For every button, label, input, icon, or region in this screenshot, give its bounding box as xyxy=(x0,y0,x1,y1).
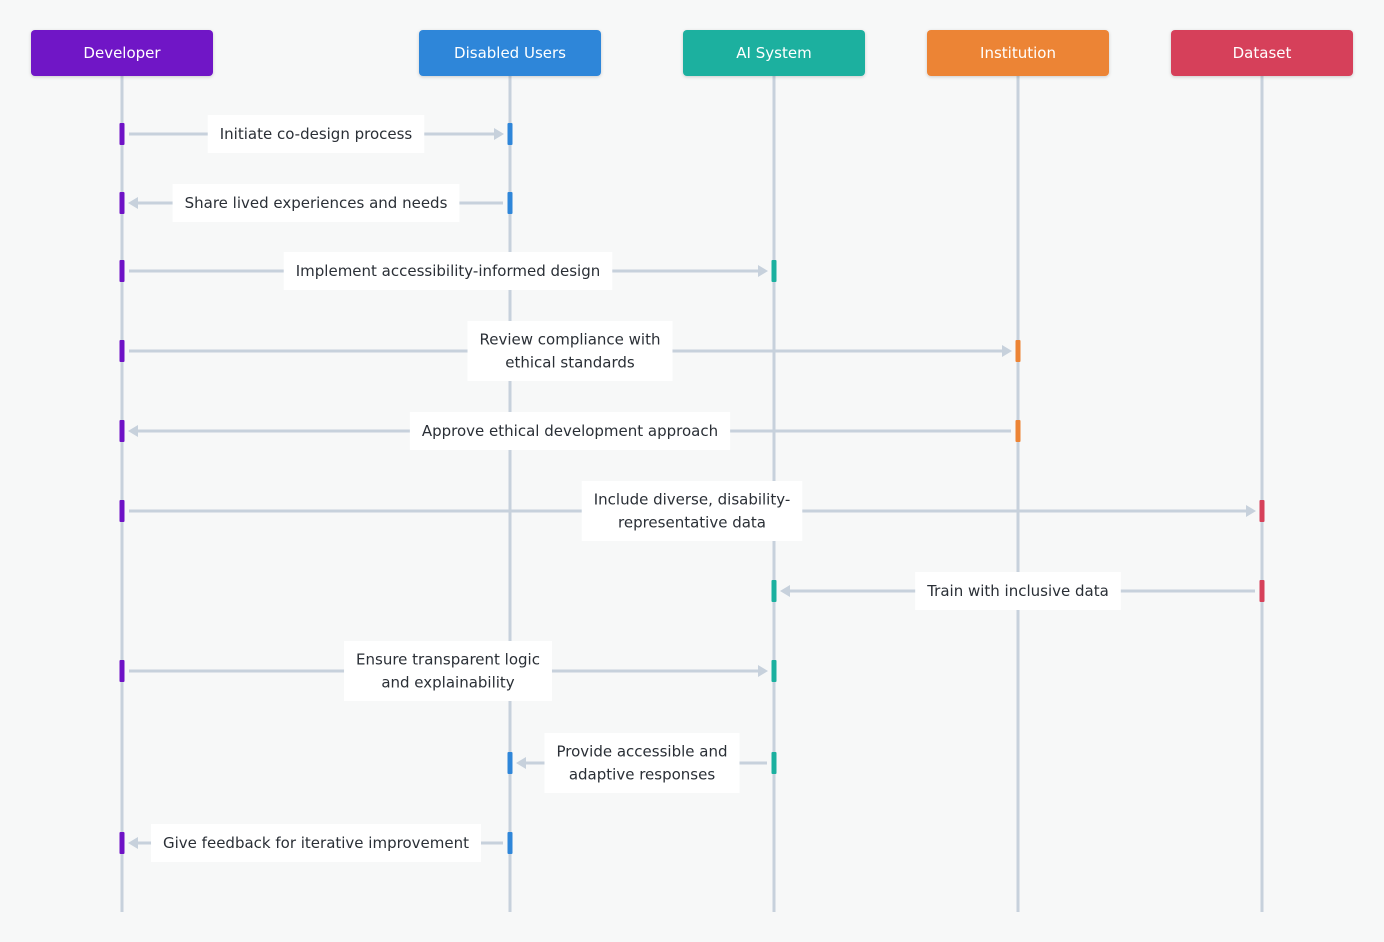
activation-bar xyxy=(771,260,777,282)
message-arrowhead xyxy=(1002,345,1012,357)
message-label-box xyxy=(915,572,1121,610)
actor-label-institution: Institution xyxy=(980,44,1056,62)
activation-bar xyxy=(507,752,513,774)
activation-bar xyxy=(1015,420,1021,442)
actor-developer: Developer xyxy=(31,30,213,76)
message-label-line: adaptive responses xyxy=(569,766,715,784)
message-arrowhead xyxy=(128,425,138,437)
actor-label-users: Disabled Users xyxy=(454,44,566,62)
actor-box-users xyxy=(419,30,601,76)
message-arrowhead xyxy=(516,757,526,769)
message-label-box xyxy=(283,252,613,290)
activation-bar xyxy=(119,123,125,145)
actor-label-dataset: Dataset xyxy=(1233,44,1292,62)
message-7: Train with inclusive data xyxy=(771,572,1265,610)
message-label-box xyxy=(544,733,740,793)
message-arrowhead xyxy=(128,197,138,209)
message-6: Include diverse, disability-representati… xyxy=(119,481,1265,541)
message-label-line: Implement accessibility-informed design xyxy=(296,262,601,280)
message-label-line: Give feedback for iterative improvement xyxy=(163,834,469,852)
message-label-box xyxy=(467,321,673,381)
message-1: Initiate co-design process xyxy=(119,115,513,153)
message-label-line: Share lived experiences and needs xyxy=(185,194,448,212)
message-label-line: Initiate co-design process xyxy=(220,125,413,143)
message-label-box xyxy=(344,641,552,701)
actor-box-ai xyxy=(683,30,865,76)
message-arrowhead xyxy=(758,265,768,277)
message-label-box xyxy=(581,481,803,541)
message-label-line: and explainability xyxy=(381,674,514,692)
actor-label-developer: Developer xyxy=(83,44,161,62)
message-arrowhead xyxy=(780,585,790,597)
message-arrowhead xyxy=(1246,505,1256,517)
actor-institution: Institution xyxy=(927,30,1109,76)
message-label-line: Train with inclusive data xyxy=(926,582,1109,600)
message-arrowhead xyxy=(758,665,768,677)
message-arrowhead xyxy=(494,128,504,140)
actor-ai: AI System xyxy=(683,30,865,76)
message-label-line: Include diverse, disability- xyxy=(594,491,791,509)
actor-box-institution xyxy=(927,30,1109,76)
message-8: Ensure transparent logic and explainabili… xyxy=(119,641,777,701)
message-arrowhead xyxy=(128,837,138,849)
actor-users: Disabled Users xyxy=(419,30,601,76)
activation-bar xyxy=(771,752,777,774)
actor-box-developer xyxy=(31,30,213,76)
activation-bar xyxy=(119,500,125,522)
message-5: Approve ethical development approach xyxy=(119,412,1021,450)
activation-bar xyxy=(119,260,125,282)
message-label-box xyxy=(207,115,425,153)
activation-bar xyxy=(507,123,513,145)
activation-bar xyxy=(119,832,125,854)
activation-bar xyxy=(771,580,777,602)
message-label-box xyxy=(172,184,460,222)
message-label-line: Provide accessible and xyxy=(557,743,728,761)
activation-bar xyxy=(1259,500,1265,522)
activation-bar xyxy=(1015,340,1021,362)
activation-bar xyxy=(119,660,125,682)
activation-bar xyxy=(119,192,125,214)
activation-bar xyxy=(1259,580,1265,602)
message-label-line: ethical standards xyxy=(505,354,635,372)
message-label-box xyxy=(409,412,731,450)
actor-label-ai: AI System xyxy=(736,44,811,62)
activation-bar xyxy=(119,340,125,362)
message-label-line: representative data xyxy=(618,514,766,532)
actor-box-dataset xyxy=(1171,30,1353,76)
message-9: Provide accessible and adaptive responses xyxy=(507,733,777,793)
message-label-line: Approve ethical development approach xyxy=(422,422,718,440)
activation-bar xyxy=(507,192,513,214)
message-10: Give feedback for iterative improvement xyxy=(119,824,513,862)
message-label-box xyxy=(151,824,481,862)
message-4: Review compliance with ethical standards xyxy=(119,321,1021,381)
activation-bar xyxy=(119,420,125,442)
activation-bar xyxy=(507,832,513,854)
message-2: Share lived experiences and needs xyxy=(119,184,513,222)
message-label-line: Review compliance with xyxy=(480,331,661,349)
message-3: Implement accessibility-informed design xyxy=(119,252,777,290)
actor-dataset: Dataset xyxy=(1171,30,1353,76)
activation-bar xyxy=(771,660,777,682)
message-label-line: Ensure transparent logic xyxy=(356,651,540,669)
